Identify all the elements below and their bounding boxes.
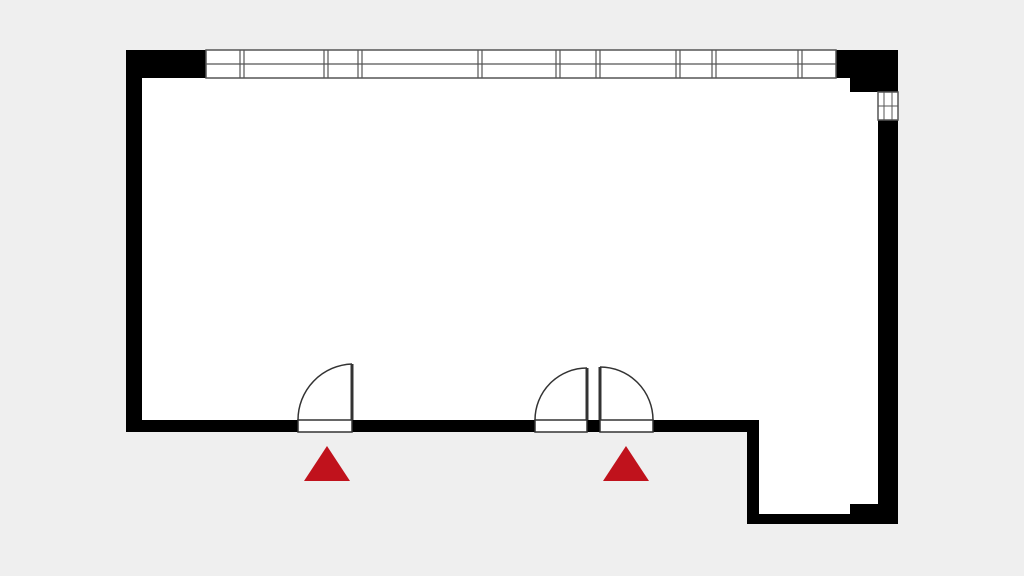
wall-bottom-segment-2 [352, 420, 535, 432]
wall-right [878, 120, 898, 524]
wall-bottom-segment-1 [126, 420, 298, 432]
wall-right-corner-block [850, 50, 898, 92]
wall-alcove-corner [850, 504, 898, 524]
window-band-top [205, 49, 837, 79]
wall-bottom-segment-3 [587, 420, 600, 432]
door-swing-icon [599, 366, 654, 421]
wall-alcove-bottom [747, 514, 898, 524]
door-sill [297, 419, 353, 433]
door-left [297, 363, 354, 433]
door-right-double [534, 366, 654, 433]
window-mullions [239, 50, 803, 78]
door-swing-icon [534, 367, 588, 421]
wall-top-left-corner [126, 50, 206, 78]
window-right [877, 91, 899, 121]
door-sill [599, 419, 654, 433]
room-floor [126, 50, 897, 524]
door-swing-icon [297, 363, 353, 421]
entrance-marker-left [304, 446, 350, 481]
wall-bottom-segment-4 [653, 420, 759, 432]
walls [126, 50, 898, 524]
entrance-marker-right [603, 446, 649, 481]
wall-alcove-left [747, 420, 759, 524]
wall-left [126, 50, 142, 432]
door-sill [534, 419, 588, 433]
